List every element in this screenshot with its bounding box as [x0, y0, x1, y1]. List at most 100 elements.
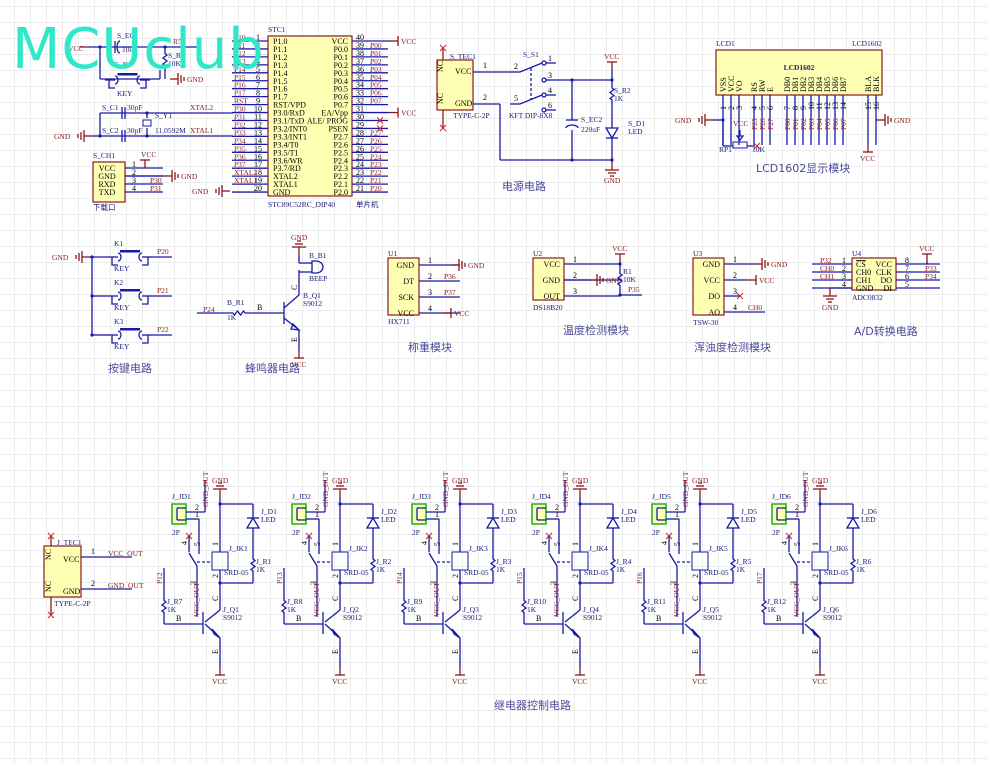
net-label: P30	[150, 176, 162, 185]
lcd-pin-name: DB2	[799, 77, 808, 92]
vcc-label: VCC	[733, 119, 748, 128]
lcd-pin-name: DB4	[815, 77, 824, 92]
key-designator: S_K	[115, 60, 129, 69]
junction-dot	[570, 158, 574, 162]
vcc-label: VCC	[332, 677, 347, 686]
res-value: 10K	[623, 275, 637, 284]
net-label: P15	[515, 572, 524, 584]
pin-number: 6	[548, 101, 552, 110]
relay-value: SRD-05	[344, 568, 369, 577]
cap-designator: S_EC2	[581, 115, 603, 124]
relay-transistor-value: S9012	[823, 613, 842, 622]
mcu-pin-number: 24	[356, 160, 364, 169]
pin-number: 2	[555, 503, 559, 512]
key-value: KEY	[114, 264, 130, 273]
gnd-label: GND	[332, 476, 349, 485]
module-pin-name: VCC	[704, 276, 720, 285]
vcc-label: VCC	[572, 677, 587, 686]
junction-dot	[90, 294, 94, 298]
mcu-pin-number: 11	[254, 113, 262, 122]
res-value: 1K	[227, 313, 237, 322]
net-label: P36	[444, 272, 456, 281]
mcu-pin-name: P0.4	[334, 77, 348, 86]
module-pin-name: GND	[397, 261, 415, 270]
mcu-pin-number: 14	[254, 136, 262, 145]
lcd-pin-name: VSS	[719, 77, 728, 92]
pin-e: E	[571, 649, 580, 654]
mcu-pin-name: P2.7	[334, 132, 348, 141]
pin-number: 1	[211, 542, 220, 546]
lcd-pin-number: 6	[766, 106, 775, 110]
relay-switch-lever	[188, 552, 198, 567]
module-pin-number: 2	[428, 272, 432, 281]
vcc-label: VCC	[919, 244, 934, 253]
mcu-net-label: P16	[234, 81, 246, 90]
pin-number: 1	[555, 510, 559, 519]
reset-key	[117, 73, 138, 76]
relay-connector-value: 2P	[532, 528, 540, 537]
mcu-pin-name: P1.0	[273, 37, 287, 46]
relay-led-value: LED	[621, 515, 636, 524]
mcu-pin-name: EA/Vpp	[321, 109, 348, 118]
junction-dot	[610, 78, 614, 82]
module-designator: U4	[852, 249, 861, 258]
no-connect-icon	[439, 44, 447, 52]
mcu-net-label: P36	[234, 152, 246, 161]
download-pin-name: VCC	[99, 164, 115, 173]
resistor	[369, 555, 377, 575]
module-pin-number: 1	[573, 255, 577, 264]
lcd-designator: LCD1	[716, 39, 735, 48]
pin-e: E	[811, 649, 820, 654]
section-caption: LCD1602显示模块	[756, 162, 850, 175]
relay-transistor-designator: J_Q2	[343, 605, 359, 614]
net-label: CH0	[820, 264, 834, 273]
pin-number: 4	[180, 541, 189, 545]
mcu-pin-name: P1.3	[273, 61, 287, 70]
download-pin-name: GND	[98, 172, 116, 181]
mcu-pin-number: 31	[356, 105, 364, 114]
lcd-pin-number: 15	[864, 102, 873, 110]
download-pin-number: 1	[132, 160, 136, 169]
mcu-pin-name: P2.4	[334, 156, 348, 165]
relay-led	[845, 516, 861, 529]
resistor	[489, 555, 497, 575]
pot-value: 10K	[752, 145, 766, 154]
mcu-net-label: P35	[234, 144, 246, 153]
adc-pin-number: 2	[842, 264, 846, 273]
lcd-net-label: P06	[831, 118, 840, 130]
gnd-label: GND	[894, 116, 911, 125]
mcu-pin-number: 36	[356, 65, 364, 74]
mcu-net-label: P11	[234, 41, 246, 50]
mcu-net-label: P12	[234, 49, 246, 58]
module-part: HX711	[388, 317, 410, 326]
potentiometer	[732, 141, 748, 149]
net-label: P17	[755, 572, 764, 584]
ds18b20-body	[532, 257, 565, 301]
pin-e: E	[451, 649, 460, 654]
key-switch	[120, 328, 140, 331]
pin-number: 2	[435, 503, 439, 512]
pin-number: 1	[691, 542, 700, 546]
lcd-pin-number: 12	[823, 102, 832, 110]
mcu-pin-number: 3	[256, 49, 260, 58]
mcu-pin-name: P2.0	[334, 188, 348, 197]
mcu-net-label: P15	[234, 73, 246, 82]
mcu-net-label: P00	[370, 41, 382, 50]
hx711-body	[387, 257, 420, 316]
net-label: P22	[157, 325, 169, 334]
mcu-net-label: P37	[234, 160, 246, 169]
relay-designator: J_JK6	[829, 544, 848, 553]
relay-resistor-designator: J_R3	[496, 557, 512, 566]
relay-resistor-value: 1K	[496, 565, 506, 574]
module-pin-number: 3	[573, 287, 577, 296]
vcc-label: VCC	[141, 150, 156, 159]
lcd-net-label: P27	[766, 118, 775, 130]
no-connect-icon	[736, 292, 744, 300]
pin-name: GND	[63, 587, 81, 596]
pin-c: C	[331, 596, 340, 601]
key-switch	[120, 250, 140, 253]
lcd-pin-number: 16	[872, 102, 881, 110]
relay-led-designator: J_D5	[741, 507, 757, 516]
key-contact	[138, 330, 149, 344]
